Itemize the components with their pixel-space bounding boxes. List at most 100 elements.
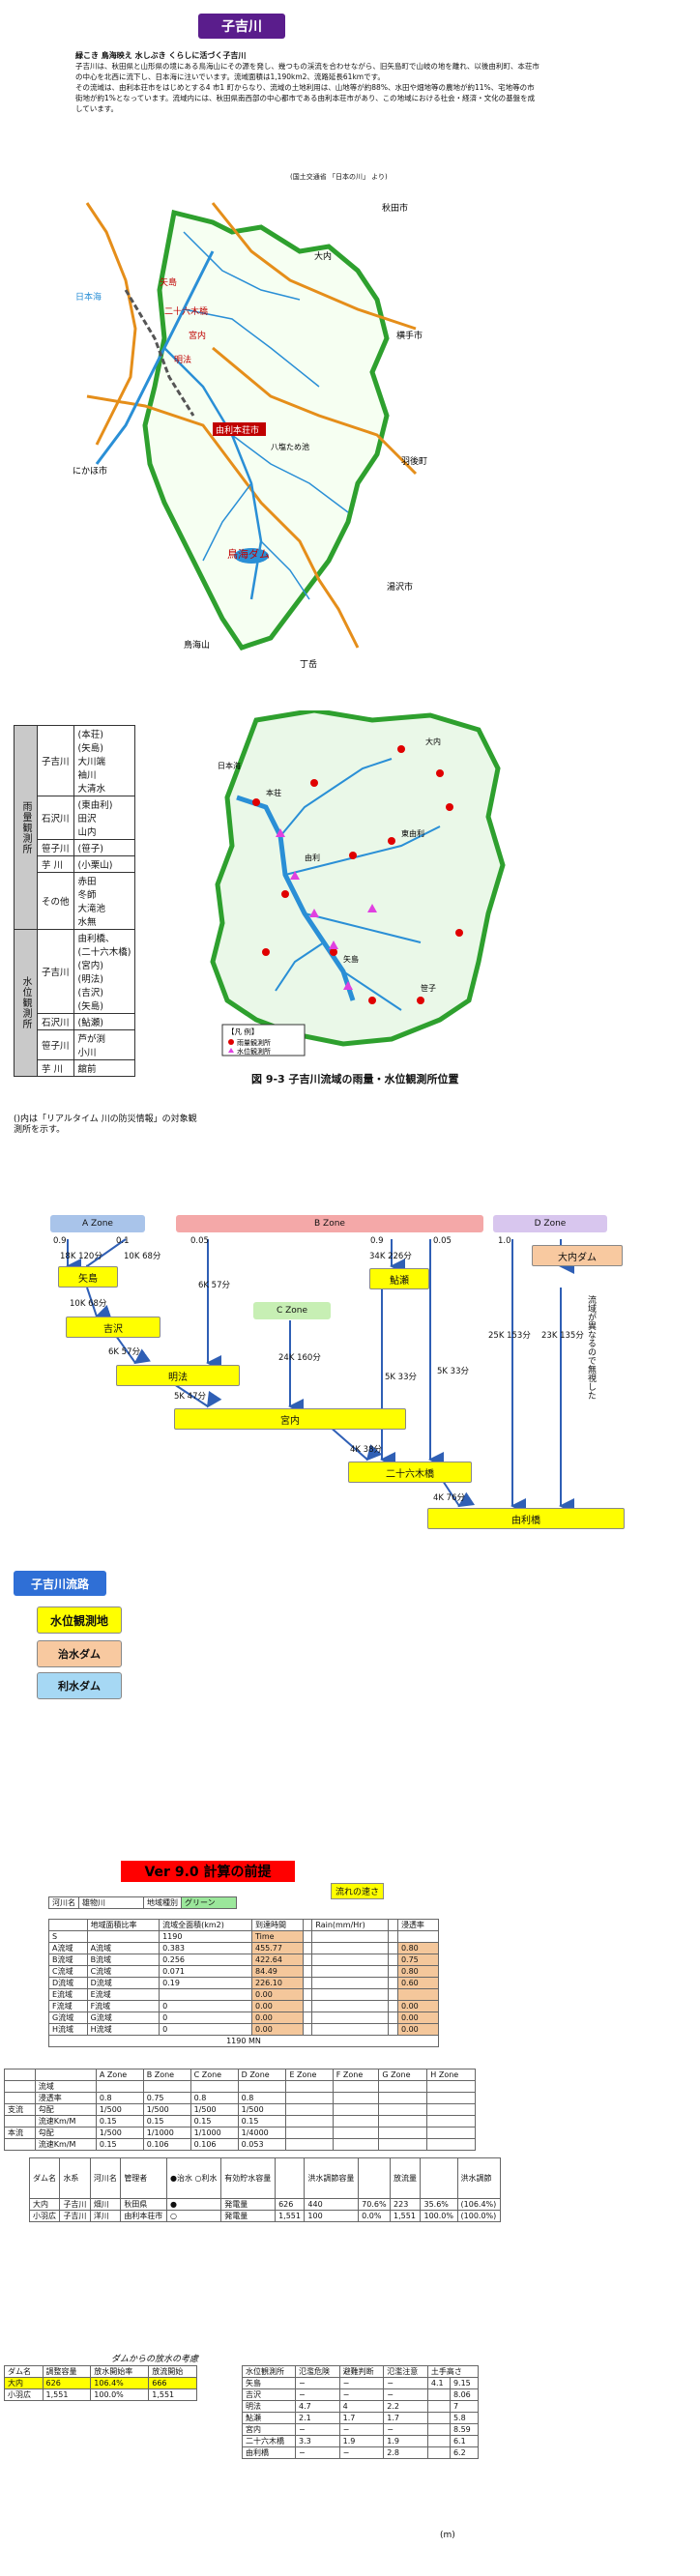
table-cell (378, 2080, 428, 2093)
table-cell: 1/500 (142, 2103, 191, 2116)
station-name: 大川端 (77, 757, 106, 767)
table-cell: 0.106 (142, 2138, 191, 2151)
th (388, 1919, 398, 1931)
station-names: 芦が渕 小川 (73, 1029, 136, 1060)
table-cell: 0.00 (250, 2000, 304, 2012)
table-cell: 8.06 (449, 2388, 480, 2401)
table-cell: 0.15 (190, 2115, 239, 2127)
table-cell: 1/500 (95, 2103, 144, 2116)
station-name: (東由利) (77, 800, 113, 811)
map-label-yuzawa: 湯沢市 (387, 581, 413, 593)
th: 土手高さ (426, 2365, 480, 2378)
th: 調整容量 (42, 2365, 92, 2378)
table-cell: 0 (159, 2012, 252, 2024)
vertical-note: 流域が異なるので無視した (586, 1295, 596, 1400)
table-cell: 4 (338, 2400, 385, 2413)
coef-label: 0.9 (370, 1236, 384, 1246)
table-cell: 7 (449, 2400, 480, 2413)
station-names: 赤田 冬師 大滝池 水無 (73, 872, 136, 930)
flow-row: 流域 (4, 2080, 476, 2093)
table-cell: 0.053 (237, 2138, 287, 2151)
station-name: (二十六木橋) (77, 947, 131, 958)
table-cell (426, 2127, 476, 2139)
table-cell (388, 2000, 398, 2012)
table-cell: 0.15 (237, 2115, 287, 2127)
table-cell: 二十六木橋 (242, 2435, 296, 2447)
table-cell: 1/1000 (142, 2127, 191, 2139)
th (4, 2069, 36, 2081)
table-cell: 1,551 (275, 2210, 306, 2222)
table-cell: 1/500 (237, 2103, 287, 2116)
map2-label-sea: 日本海 (218, 761, 241, 770)
station-name: (笹子) (73, 839, 136, 856)
flow-arrows (66, 1238, 574, 1514)
table-cell (426, 2138, 476, 2151)
table-cell (388, 1965, 398, 1978)
th: 放水開始率 (90, 2365, 150, 2378)
table-cell: 吉沢 (242, 2388, 296, 2401)
table-cell: 626 (275, 2198, 306, 2211)
table-cell: 鮎瀬 (242, 2412, 296, 2424)
th (302, 1919, 313, 1931)
table-cell: 35.6% (420, 2198, 458, 2211)
legend-water-station: 水位観測地 (37, 1606, 122, 1634)
table-cell (159, 1988, 252, 2001)
table-cell (311, 2000, 390, 2012)
node-myoho: 明法 (116, 1365, 240, 1386)
time-label: 18K 120分 (60, 1252, 102, 1261)
time-label: 5K 47分 (174, 1392, 206, 1402)
table-cell: 0.00 (396, 2012, 440, 2024)
table-cell (4, 2092, 36, 2104)
th: 避難判断 (338, 2365, 385, 2378)
table-cell: 9.15 (449, 2377, 480, 2389)
intro-text: 緑こき 鳥海映え 水しぶき くらしに活づく子吉川 子吉川は、秋田県と山形県の境に… (75, 50, 540, 114)
th: 管理者 (120, 2157, 167, 2199)
table-cell: 100.0% (420, 2210, 458, 2222)
station-name: 水無 (77, 917, 97, 928)
table-cell (285, 2115, 334, 2127)
table-cell (190, 2080, 239, 2093)
zone-b-bar: B Zone (176, 1215, 483, 1232)
table-cell (302, 2023, 313, 2036)
table-cell: (100.0%) (456, 2210, 502, 2222)
th: B Zone (142, 2069, 191, 2081)
station-name: (明法) (77, 974, 103, 985)
table-cell: 2.1 (294, 2412, 340, 2424)
coef-label: 1.0 (498, 1236, 511, 1246)
table-cell: 6.1 (449, 2435, 480, 2447)
table-cell: 1.7 (338, 2412, 385, 2424)
coef-label: 0.1 (116, 1236, 130, 1246)
table-cell (311, 1977, 390, 1989)
table-cell (142, 2080, 191, 2093)
table-cell: 本流 (4, 2127, 36, 2139)
map-label-hinoto: 丁岳 (300, 658, 317, 670)
table-cell: 由利本荘市 (120, 2210, 167, 2222)
table-cell (311, 1988, 390, 2001)
station-names: (東由利) 田沢 山内 (73, 796, 136, 840)
table-cell (332, 2127, 380, 2139)
table-cell: 1/4000 (237, 2127, 287, 2139)
basin-map: 由利本荘市 鳥海ダム 秋田市 大内 横手市 羽後町 湯沢市 にかほ市 鳥海山 丁… (73, 202, 427, 670)
table-cell: 子吉川 (59, 2210, 91, 2222)
legend-river: 子吉川流路 (14, 1571, 106, 1596)
th: 洪水調節 (456, 2157, 502, 2199)
table-cell: 0.00 (396, 2000, 440, 2012)
table-cell: 0.15 (95, 2138, 144, 2151)
time-label: 34K 226分 (369, 1252, 412, 1261)
station-name: 小川 (77, 1048, 97, 1058)
stations-note: ()内は「リアルタイム 川の防災情報」の対象観測所を示す。 (14, 1114, 197, 1135)
th: 到達時間 (250, 1919, 304, 1931)
map-label-yokote: 横手市 (396, 330, 423, 341)
table-cell: 0.75 (396, 1954, 440, 1966)
table-cell: G流域 (48, 2012, 88, 2024)
table-cell: 0.15 (95, 2115, 144, 2127)
table-cell: 矢島 (242, 2377, 296, 2389)
table-cell: 0.071 (159, 1965, 252, 1978)
table-cell: 2.2 (383, 2400, 428, 2413)
th: ダム名 (4, 2365, 44, 2378)
